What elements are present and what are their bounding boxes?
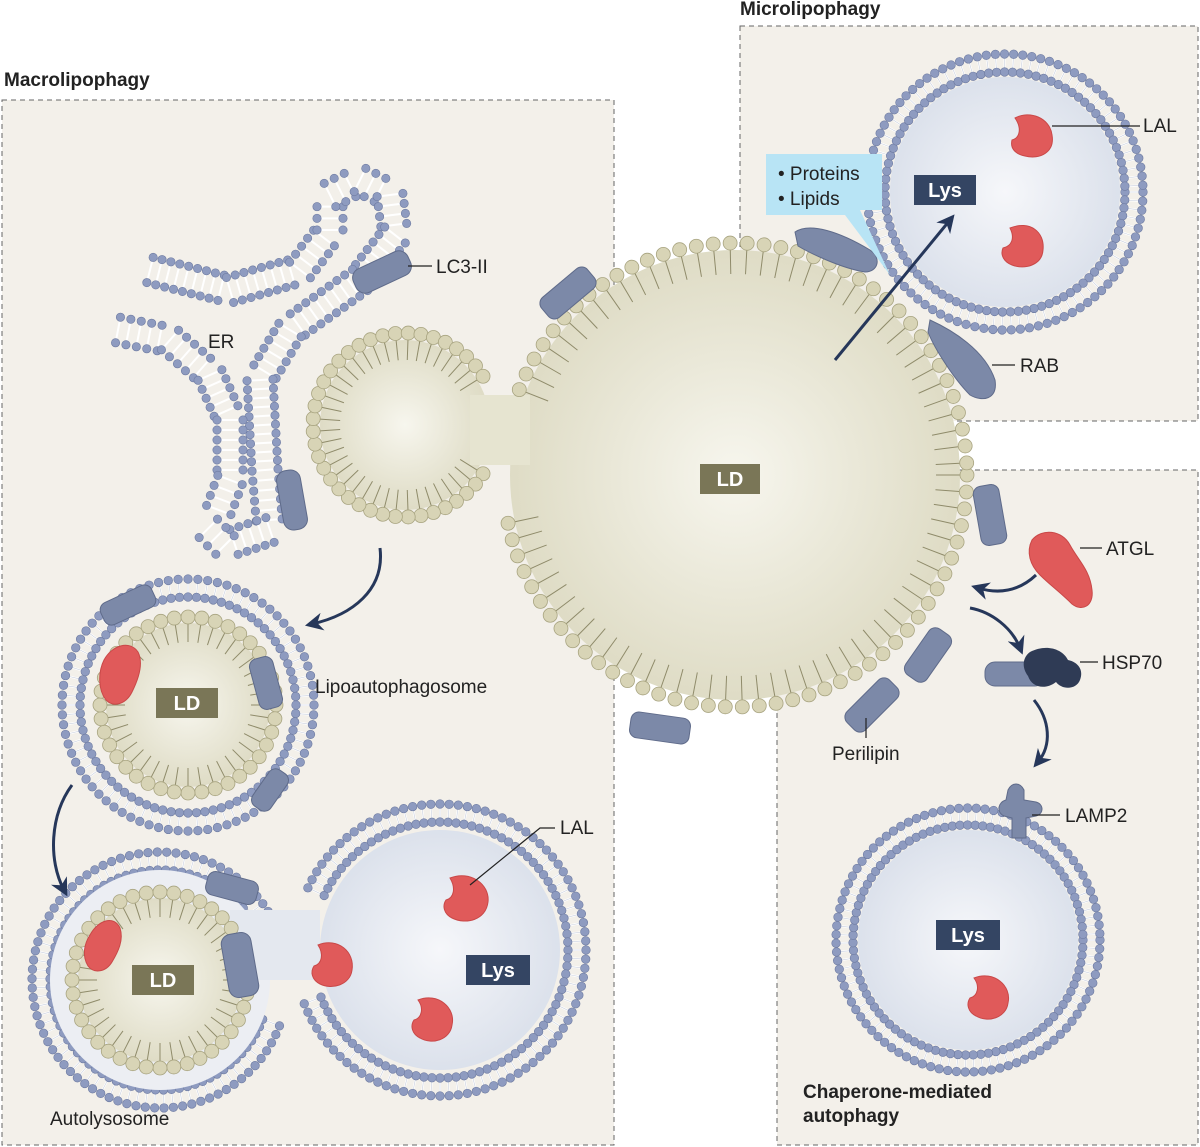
label-atgl: ATGL: [1106, 539, 1154, 560]
label-perilipin: Perilipin: [832, 744, 900, 765]
label-hsp70: HSP70: [1102, 653, 1162, 674]
label-rab: RAB: [1020, 356, 1059, 377]
title-cma-line2: autophagy: [803, 1106, 899, 1127]
title-cma-line1: Chaperone-mediated: [803, 1082, 992, 1103]
svg-text:LD: LD: [174, 693, 201, 715]
label-lal-micro: LAL: [1143, 116, 1177, 137]
svg-text:Lys: Lys: [951, 925, 985, 947]
callout-lipids: • Lipids: [778, 189, 840, 210]
lys-tag-auto: Lys: [466, 955, 530, 985]
label-lal-macro: LAL: [560, 818, 594, 839]
ld-tag-phago: LD: [156, 688, 218, 718]
callout-proteins: • Proteins: [778, 164, 860, 185]
ld-tag-main: LD: [700, 464, 760, 494]
label-autolysosome: Autolysosome: [50, 1109, 169, 1130]
ld-tag-auto: LD: [132, 965, 194, 995]
title-microlipophagy: Microlipophagy: [740, 0, 881, 20]
svg-text:LD: LD: [717, 469, 744, 491]
svg-text:LD: LD: [150, 970, 177, 992]
lys-tag-cma: Lys: [936, 920, 1000, 950]
label-er: ER: [208, 332, 234, 353]
lys-tag-micro: Lys: [914, 175, 976, 205]
label-lc3-ii: LC3-II: [436, 257, 488, 278]
svg-text:Lys: Lys: [928, 180, 962, 202]
label-lipoautophagosome: Lipoautophagosome: [315, 677, 487, 698]
svg-text:Lys: Lys: [481, 960, 515, 982]
title-macrolipophagy: Macrolipophagy: [4, 70, 150, 91]
label-lamp2: LAMP2: [1065, 806, 1127, 827]
